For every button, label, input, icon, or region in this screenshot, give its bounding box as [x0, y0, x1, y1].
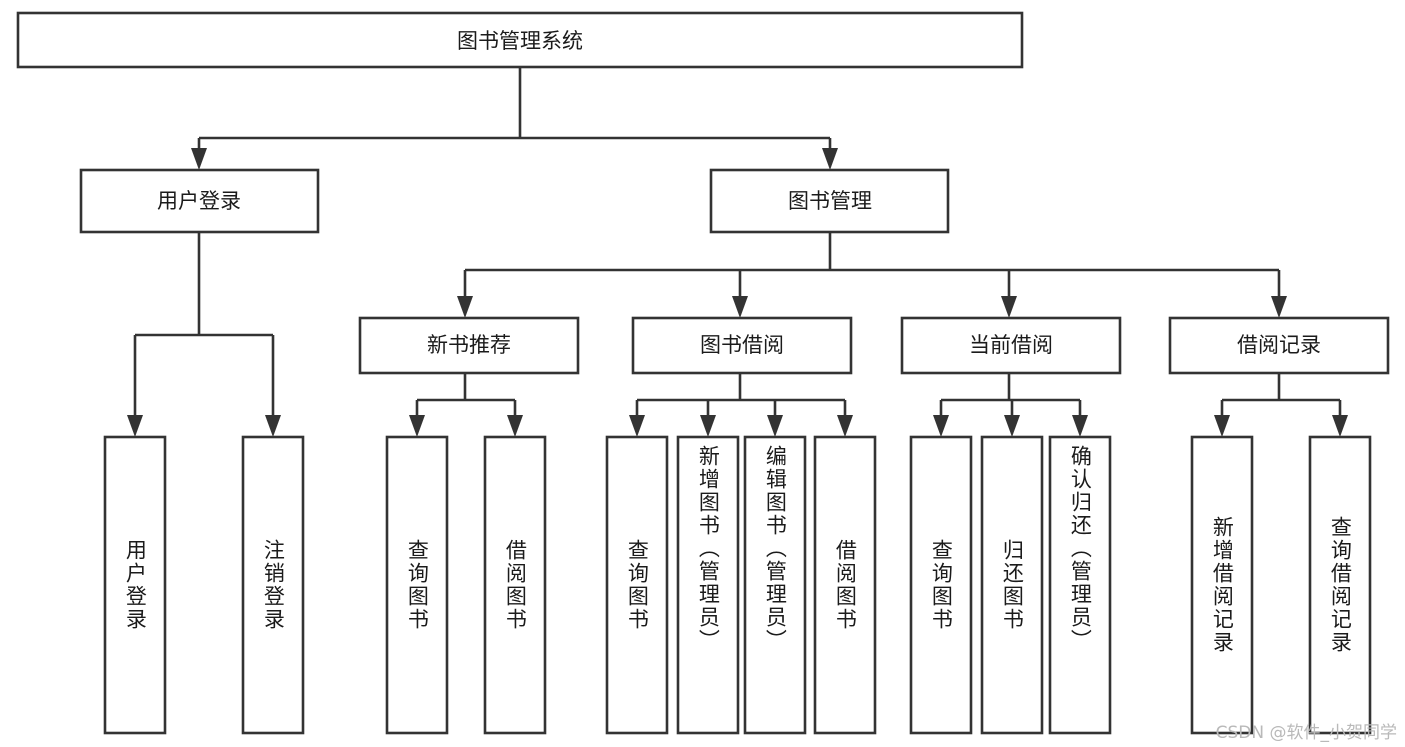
- node-current-borrow[interactable]: [900, 316, 1122, 375]
- arrow-head-book-borrow: [732, 296, 748, 318]
- node-book-management-label: 图书管理: [788, 189, 872, 213]
- node-user-login-label: 用户登录: [157, 189, 241, 213]
- connector-layer: [127, 67, 1348, 437]
- arrow-head-leaf-query-book-3: [933, 415, 949, 437]
- arrow-head-leaf-borrow-book-1: [507, 415, 523, 437]
- node-user-login[interactable]: [79, 168, 320, 234]
- node-leaf-logout[interactable]: [241, 435, 305, 735]
- arrow-head-current-borrow: [1001, 296, 1017, 318]
- arrow-head-leaf-confirm-return: [1072, 415, 1088, 437]
- arrow-head-leaf-edit-book: [767, 415, 783, 437]
- arrow-head-book-mgmt: [822, 148, 838, 170]
- node-leaf-query-book-borrow[interactable]: [605, 435, 669, 735]
- arrow-head-user-login: [191, 148, 207, 170]
- node-leaf-return-book[interactable]: [980, 435, 1044, 735]
- arrow-head-leaf-query-book-2: [629, 415, 645, 437]
- node-new-book-recommend[interactable]: [358, 316, 580, 375]
- arrow-head-leaf-user-login: [127, 415, 143, 437]
- arrow-head-leaf-borrow-book-2: [837, 415, 853, 437]
- arrow-head-borrow-record: [1271, 296, 1287, 318]
- node-leaf-confirm-return-admin[interactable]: [1048, 435, 1112, 735]
- node-leaf-query-book-current[interactable]: [909, 435, 973, 735]
- node-leaf-borrow-book[interactable]: [813, 435, 877, 735]
- node-borrow-record[interactable]: [1168, 316, 1390, 375]
- node-leaf-query-book-rec[interactable]: [385, 435, 449, 735]
- node-leaf-add-borrow-record[interactable]: [1190, 435, 1254, 735]
- node-root-system-label: 图书管理系统: [457, 29, 583, 53]
- node-leaf-borrow-book-rec[interactable]: [483, 435, 547, 735]
- node-borrow-record-label: 借阅记录: [1237, 333, 1321, 357]
- arrow-head-leaf-add-record: [1214, 415, 1230, 437]
- node-book-management[interactable]: [709, 168, 950, 234]
- arrow-head-leaf-logout: [265, 415, 281, 437]
- arrow-head-leaf-query-book-1: [409, 415, 425, 437]
- node-root-system[interactable]: [16, 11, 1024, 69]
- arrow-head-leaf-return-book: [1004, 415, 1020, 437]
- node-layer: 图书管理系统 用户登录 图书管理 新书推荐 图书借阅 当前借阅 借阅记录: [16, 11, 1390, 735]
- node-book-borrow[interactable]: [631, 316, 853, 375]
- node-leaf-query-borrow-record[interactable]: [1308, 435, 1372, 735]
- arrow-head-leaf-query-record: [1332, 415, 1348, 437]
- node-leaf-user-login[interactable]: [103, 435, 167, 735]
- node-book-borrow-label: 图书借阅: [700, 333, 784, 357]
- arrow-head-leaf-add-book: [700, 415, 716, 437]
- node-leaf-add-book-admin[interactable]: [676, 435, 740, 735]
- node-leaf-edit-book-admin[interactable]: [743, 435, 807, 735]
- arrow-head-new-book-rec: [457, 296, 473, 318]
- node-current-borrow-label: 当前借阅: [969, 333, 1053, 357]
- csdn-watermark: CSDN @软件_小贺同学: [1215, 723, 1397, 743]
- node-new-book-recommend-label: 新书推荐: [427, 333, 511, 357]
